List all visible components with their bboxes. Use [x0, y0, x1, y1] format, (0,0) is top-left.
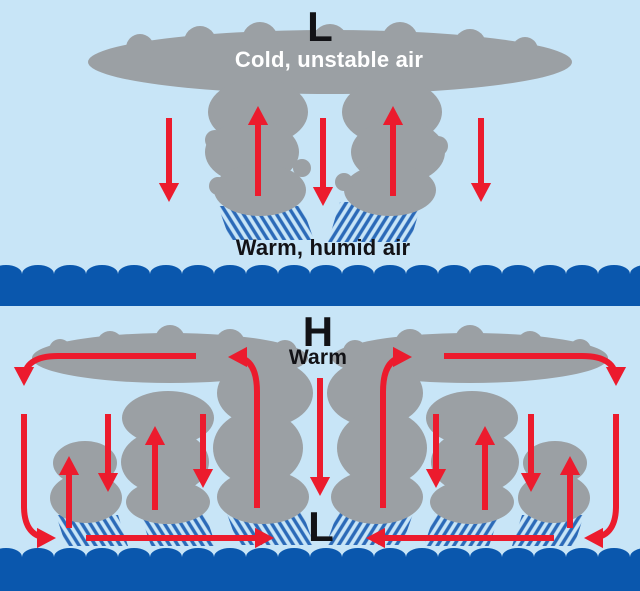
circulation-arrow-down-right — [584, 414, 619, 549]
warm-humid-air-label: Warm, humid air — [235, 235, 411, 260]
circulation-arrow-up-right — [380, 346, 412, 508]
top-panel — [88, 22, 572, 242]
rain-hatching-left — [218, 206, 314, 240]
cold-unstable-air-label: Cold, unstable air — [234, 47, 424, 72]
bottom-panel-arrows — [13, 346, 627, 549]
high-pressure-label: H — [302, 308, 334, 355]
warm-label: Warm — [288, 346, 348, 369]
bottom-panel — [13, 325, 627, 549]
sea-surface-bottom — [0, 548, 640, 591]
low-pressure-label-bottom: L — [308, 503, 334, 550]
circulation-arrow-top-right — [444, 353, 627, 386]
sea-surface-middle — [0, 265, 640, 306]
circulation-arrow-up-left — [228, 346, 260, 508]
circulation-arrow-top-left — [13, 353, 196, 386]
circulation-arrow-down-left — [21, 414, 56, 549]
top-panel-arrows — [158, 106, 492, 206]
low-pressure-label-top: L — [307, 3, 333, 50]
